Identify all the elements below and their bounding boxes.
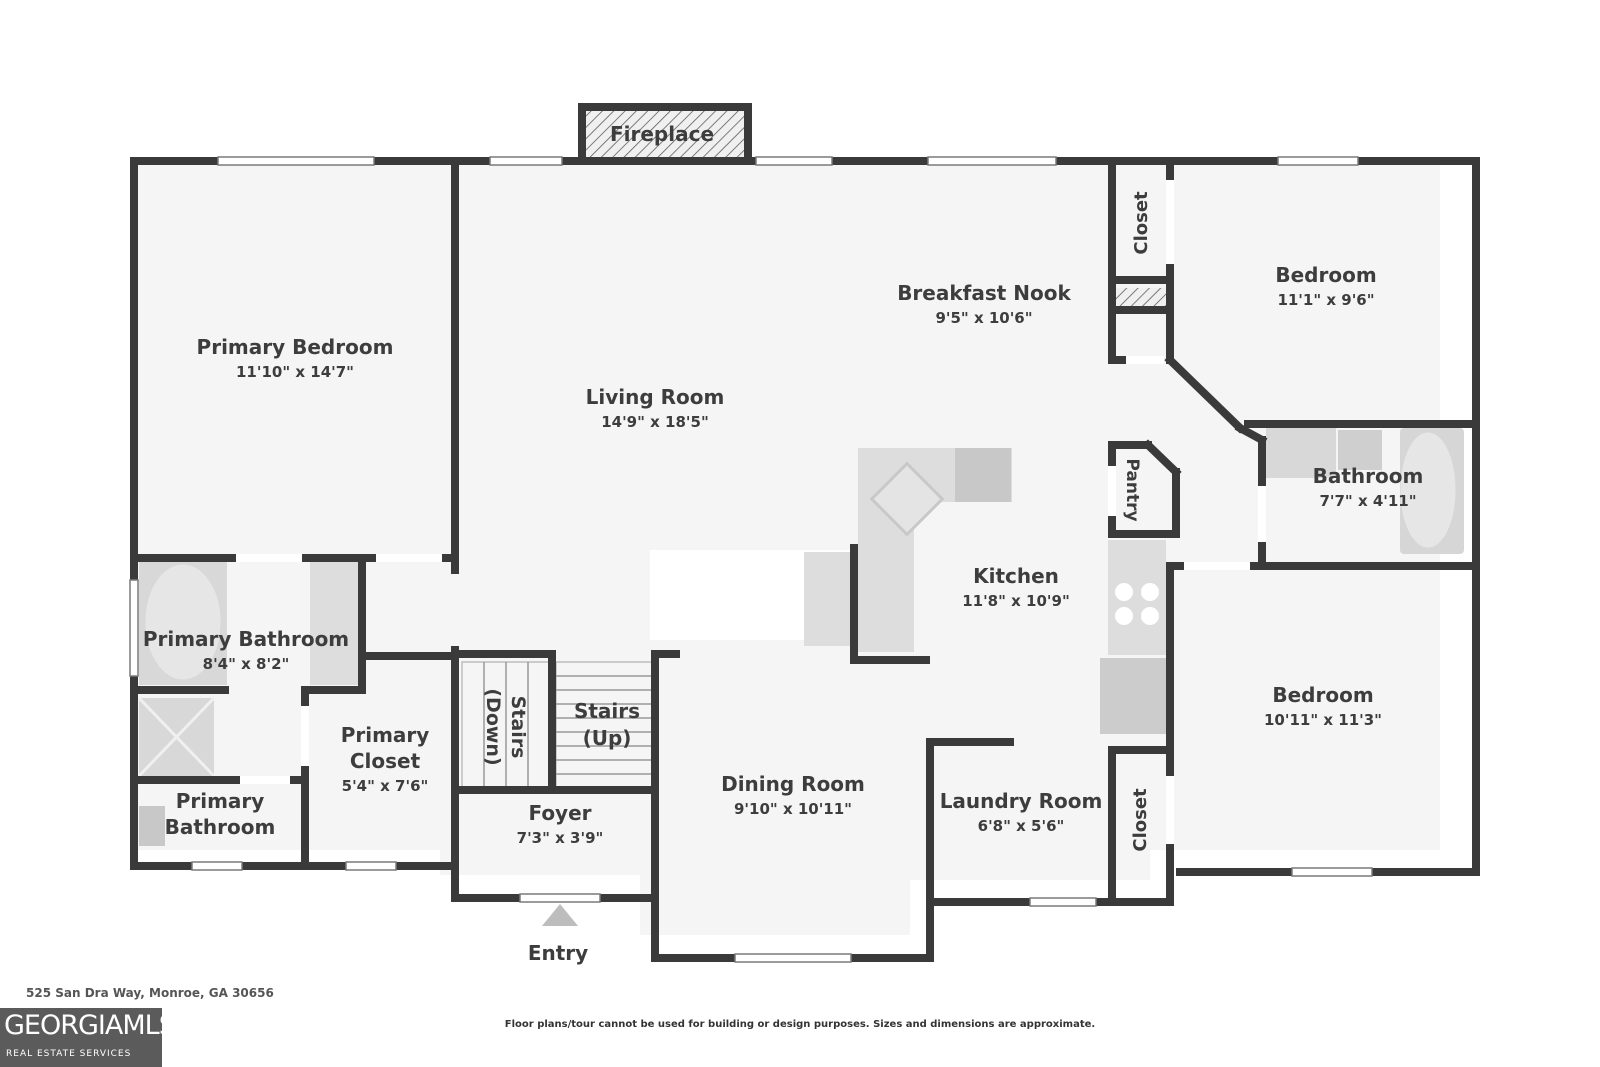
foyer-dim: 7'3" x 3'9" [517, 829, 604, 847]
bedroom-top-label: Bedroom [1275, 263, 1376, 287]
fixture-details [137, 432, 1456, 778]
primary-toilet-icon [139, 806, 165, 846]
laundry-room-dim: 6'8" x 5'6" [978, 817, 1065, 835]
breakfast-nook-label: Breakfast Nook [897, 281, 1071, 305]
entry-arrow-icon [542, 904, 578, 926]
foyer-label: Foyer [528, 801, 591, 825]
primary-sink-icon [310, 560, 358, 685]
kitchen-dim: 11'8" x 10'9" [962, 592, 1070, 610]
windows [129, 156, 1373, 963]
living-room-dim: 14'9" x 18'5" [601, 413, 709, 431]
bedroom-bottom-label: Bedroom [1272, 683, 1373, 707]
primary-bathroom-label: Primary Bathroom [143, 627, 349, 651]
closet-top-label: Closet [1131, 191, 1152, 255]
stairs-down-label-1: Stairs [507, 696, 529, 759]
address-text: 525 San Dra Way, Monroe, GA 30656 [26, 986, 274, 1000]
bathroom-sink-icon [1266, 428, 1336, 478]
primary-closet-dim: 5'4" x 7'6" [342, 777, 429, 795]
logo-sub-text: REAL ESTATE SERVICES [6, 1049, 132, 1059]
counter-stub [804, 552, 850, 646]
toilet-icon [1338, 430, 1382, 470]
dining-room-dim: 9'10" x 10'11" [734, 800, 852, 818]
laundry-room-label: Laundry Room [940, 789, 1103, 813]
living-room-label: Living Room [586, 385, 725, 409]
sink-icon [955, 448, 1011, 502]
stairs [461, 661, 657, 793]
stove-burners [1115, 583, 1159, 625]
stairs-up-label-2: (Up) [583, 726, 632, 750]
fireplace-box [578, 103, 752, 165]
pantry-label: Pantry [1122, 458, 1142, 521]
bedroom-bottom-dim: 10'11" x 11'3" [1264, 711, 1382, 729]
logo-main-text: GEORGIAMLS [4, 1010, 176, 1041]
fireplace-label: Fireplace [610, 122, 714, 146]
floor-areas [130, 158, 1440, 935]
entry-label: Entry [528, 941, 588, 965]
bedroom-top-dim: 11'1" x 9'6" [1277, 291, 1374, 309]
stairs-up-label-1: Stairs [574, 699, 640, 723]
dining-room-label: Dining Room [721, 772, 865, 796]
breakfast-nook-dim: 9'5" x 10'6" [935, 309, 1032, 327]
kitchen-label: Kitchen [973, 564, 1059, 588]
stairs-down-label-2: (Down) [482, 688, 504, 765]
primary-bedroom-dim: 11'10" x 14'7" [236, 363, 354, 381]
georgia-mls-logo: GEORGIAMLS REAL ESTATE SERVICES [0, 1008, 176, 1067]
primary-closet-label-1: Primary [341, 723, 430, 747]
primary-bathroom-dim: 8'4" x 8'2" [203, 655, 290, 673]
room-labels: Fireplace Primary Bedroom 11'10" x 14'7"… [143, 122, 1424, 965]
bathroom-dim: 7'7" x 4'11" [1319, 492, 1416, 510]
closet-bottom-label: Closet [1130, 788, 1151, 852]
disclaimer-text: Floor plans/tour cannot be used for buil… [504, 1019, 1096, 1030]
primary-bathroom-2-label-2: Bathroom [165, 815, 276, 839]
primary-bathroom-2-label-1: Primary [176, 789, 265, 813]
primary-closet-label-2: Closet [350, 749, 421, 773]
kitchen-counter-right [1108, 540, 1166, 655]
refrigerator-icon [1100, 658, 1166, 734]
bathroom-label: Bathroom [1313, 464, 1424, 488]
primary-bedroom-label: Primary Bedroom [197, 335, 394, 359]
chimney-hatch [1116, 288, 1166, 306]
